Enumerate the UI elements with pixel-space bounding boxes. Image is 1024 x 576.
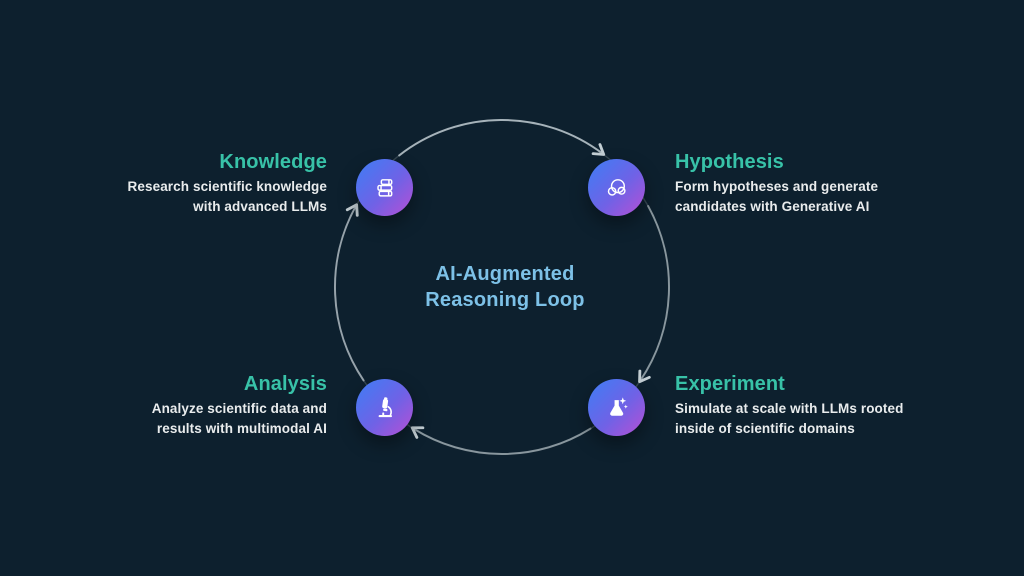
experiment-title: Experiment: [675, 373, 785, 395]
analysis-text: Analysis Analyze scientific data and res…: [67, 372, 327, 439]
analysis-node: [356, 379, 413, 436]
loop-title-line2: Reasoning Loop: [425, 289, 585, 311]
experiment-node: [588, 379, 645, 436]
hypothesis-title: Hypothesis: [675, 151, 784, 173]
arrow-analysis-to-knowledge: [334, 203, 365, 382]
books-icon: [368, 171, 402, 205]
experiment-description: Simulate at scale with LLMs rooted insid…: [675, 401, 904, 436]
analysis-title: Analysis: [243, 373, 327, 395]
knowledge-title: Knowledge: [219, 151, 327, 173]
arrow-hypothesis-to-experiment: [638, 205, 670, 384]
knowledge-text: Knowledge Research scientific knowledge …: [67, 150, 327, 217]
hypothesis-description: Form hypotheses and generate candidates …: [675, 179, 879, 214]
flask-sparkle-icon: [600, 391, 634, 425]
loop-title-line1: AI-Augmented: [435, 263, 575, 285]
hypothesis-text: Hypothesis Form hypotheses and generate …: [675, 150, 935, 217]
arrow-knowledge-to-hypothesis: [398, 119, 606, 157]
molecule-icon: [600, 171, 634, 205]
knowledge-node: [356, 159, 413, 216]
hypothesis-node: [588, 159, 645, 216]
analysis-description: Analyze scientific data and results with…: [151, 401, 327, 436]
microscope-icon: [368, 391, 402, 425]
arrow-experiment-to-analysis: [410, 426, 592, 455]
loop-title: AI-Augmented Reasoning Loop: [425, 261, 584, 313]
knowledge-description: Research scientific knowledge with advan…: [127, 179, 327, 214]
experiment-text: Experiment Simulate at scale with LLMs r…: [675, 372, 935, 439]
